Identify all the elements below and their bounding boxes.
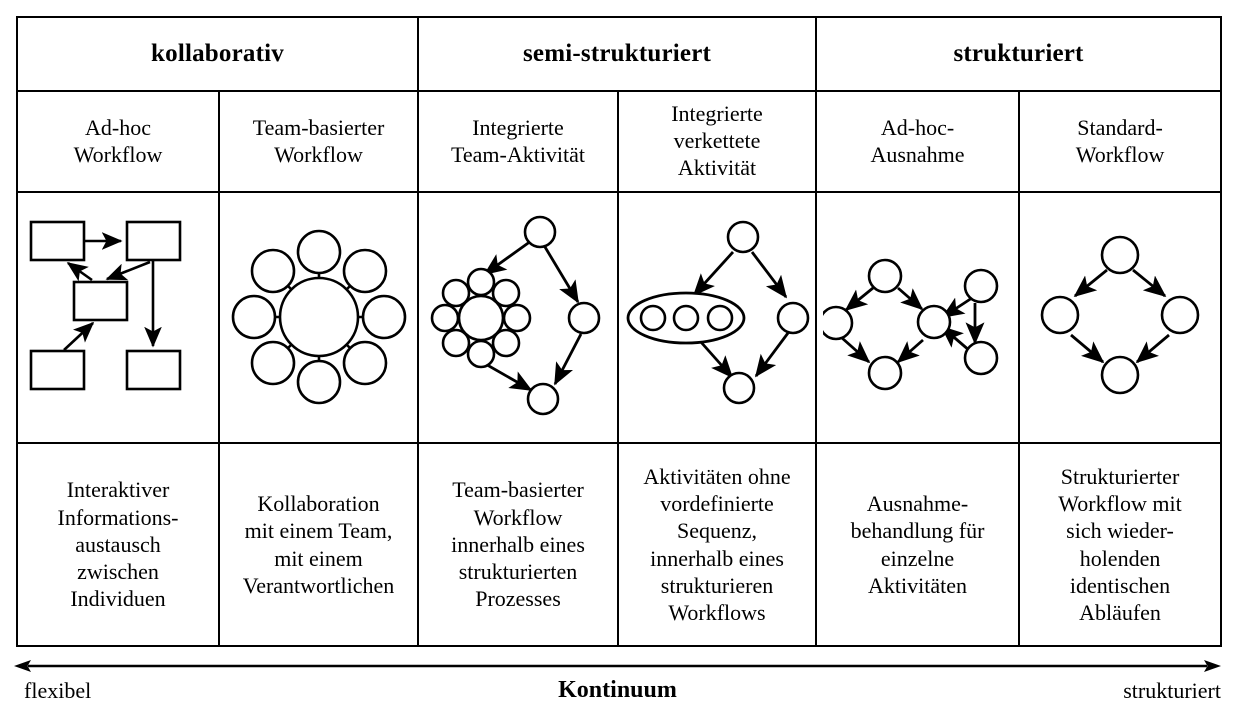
type-header-row: Ad-hoc Workflow Team-basierter Workflow …	[16, 90, 1223, 193]
title-line: Integrierte	[472, 114, 564, 140]
desc-line: innerhalb eines	[451, 531, 585, 557]
desc-line: Workflow	[473, 504, 563, 530]
group-header-row: kollaborativ semi-strukturiert strukturi…	[16, 16, 1223, 92]
title-line: Ausnahme	[870, 141, 965, 167]
desc-line: Kollaboration	[257, 490, 380, 516]
desc-line: Aktivitäten ohne	[643, 463, 791, 489]
desc-line: Abläufen	[1079, 600, 1161, 626]
desc-line: austausch	[75, 531, 161, 557]
type-title-team-basierter-workflow: Team-basierter Workflow	[218, 90, 419, 193]
desc-line: Ausnahme-	[866, 490, 969, 516]
title-line: Workflow	[274, 141, 363, 167]
desc-line: Aktivitäten	[868, 572, 967, 598]
title-line: Workflow	[73, 141, 163, 167]
type-title-integrierte-verkettete-aktivitaet: Integrierte verkettete Aktivität	[616, 90, 818, 193]
diagram-cell-ad-hoc-ausnahme	[815, 191, 1021, 444]
title-line: Workflow	[1075, 141, 1165, 167]
desc-line: zwischen	[77, 559, 159, 585]
type-title-standard-workflow: Standard- Workflow	[1018, 90, 1223, 193]
desc-line: sich wieder-	[1066, 518, 1174, 544]
description-ad-hoc-ausnahme: Ausnahme- behandlung für einzelne Aktivi…	[815, 442, 1021, 647]
cluster-in-flow-diagram	[430, 215, 601, 416]
title-line: Team-basierter	[252, 114, 385, 140]
title-line: Integrierte	[671, 101, 763, 127]
continuum-center-label: Kontinuum	[558, 677, 677, 703]
type-title-ad-hoc-ausnahme: Ad-hoc- Ausnahme	[815, 90, 1021, 193]
desc-line: Interaktiver	[66, 477, 170, 503]
desc-line: vordefinierte	[660, 490, 774, 516]
hub-and-spoke-diagram	[231, 229, 406, 405]
desc-line: einzelne	[880, 545, 955, 571]
title-line: Ad-hoc-	[880, 114, 955, 140]
desc-line: Sequenz,	[676, 518, 758, 544]
group-header-semi-strukturiert: semi-strukturiert	[416, 16, 818, 92]
diagram-cell-integrierte-team-aktivitaet	[417, 191, 619, 444]
desc-line: innerhalb eines	[650, 545, 784, 571]
group-header-kollaborativ: kollaborativ	[16, 16, 419, 92]
description-integrierte-verkettete-aktivitaet: Aktivitäten ohne vordefinierte Sequenz, …	[616, 442, 818, 647]
type-title-ad-hoc-workflow: Ad-hoc Workflow	[16, 90, 220, 193]
continuum-left-label: flexibel	[24, 678, 92, 703]
desc-line: Strukturierter	[1060, 463, 1180, 489]
diamond-diagram	[1040, 235, 1200, 395]
description-ad-hoc-workflow: Interaktiver Informations- austausch zwi…	[16, 442, 220, 647]
desc-line: strukturierten	[458, 559, 578, 585]
description-row: Interaktiver Informations- austausch zwi…	[16, 442, 1223, 647]
double-headed-arrow-icon	[14, 660, 1221, 672]
type-title-integrierte-team-aktivitaet: Integrierte Team-Aktivität	[417, 90, 619, 193]
diagram-cell-integrierte-verkettete-aktivitaet	[616, 191, 818, 444]
desc-line: identischen	[1069, 572, 1171, 598]
diagram-row	[16, 191, 1223, 444]
description-integrierte-team-aktivitaet: Team-basierter Workflow innerhalb eines …	[417, 442, 619, 647]
continuum-right-label: strukturiert	[1123, 678, 1221, 703]
desc-line: mit einem Team,	[244, 518, 393, 544]
continuum-scale: flexibel Kontinuum strukturiert	[0, 645, 1235, 715]
title-line: Standard-	[1077, 114, 1163, 140]
desc-line: Workflows	[668, 600, 766, 626]
title-line: Aktivität	[677, 154, 757, 180]
diamond-with-exception-branch-diagram	[822, 258, 998, 391]
desc-line: holenden	[1079, 545, 1161, 571]
desc-line: Informations-	[57, 504, 179, 530]
boxes-with-arrows-diagram	[29, 220, 182, 391]
diagram-cell-standard-workflow	[1018, 191, 1223, 444]
desc-line: mit einem	[274, 545, 363, 571]
group-header-strukturiert: strukturiert	[815, 16, 1223, 92]
desc-line: Prozesses	[475, 586, 561, 612]
desc-line: strukturieren	[660, 572, 774, 598]
title-line: verkettete	[673, 128, 761, 154]
description-standard-workflow: Strukturierter Workflow mit sich wieder-…	[1018, 442, 1223, 647]
description-team-basierter-workflow: Kollaboration mit einem Team, mit einem …	[218, 442, 419, 647]
title-line: Ad-hoc	[85, 114, 151, 140]
desc-line: Workflow mit	[1058, 490, 1182, 516]
desc-line: Individuen	[70, 586, 166, 612]
workflow-matrix-table: kollaborativ semi-strukturiert strukturi…	[16, 16, 1223, 647]
desc-line: Team-basierter	[452, 477, 584, 503]
desc-line: behandlung für	[850, 518, 985, 544]
desc-line: Verantwortlichen	[242, 572, 395, 598]
title-line: Team-Aktivität	[450, 141, 586, 167]
diagram-cell-ad-hoc-workflow	[16, 191, 220, 444]
diagram-cell-team-basierter-workflow	[218, 191, 419, 444]
ellipse-in-flow-diagram	[626, 220, 810, 405]
